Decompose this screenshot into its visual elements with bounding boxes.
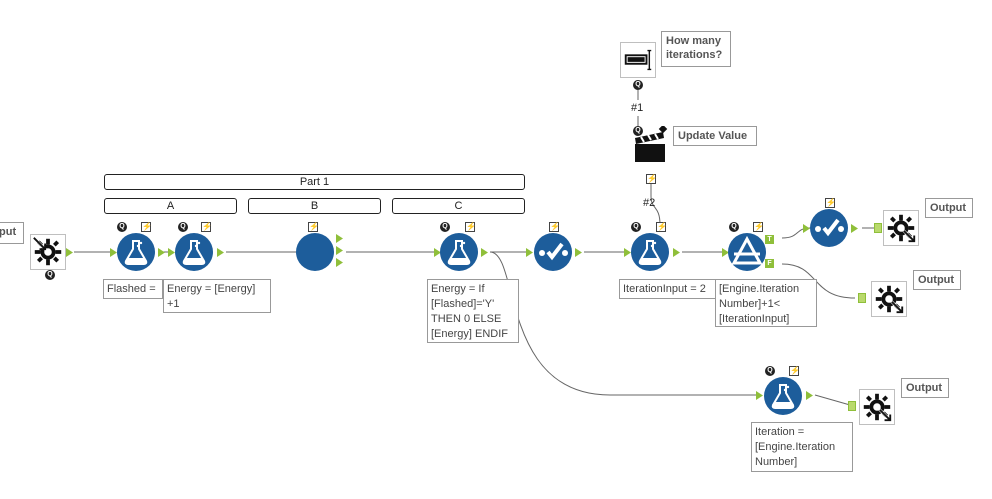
macro-output-icon [887, 214, 917, 244]
label-update-value: Update Value [673, 126, 757, 146]
formula-icon [771, 384, 795, 409]
container-a[interactable]: A [104, 198, 237, 214]
output-anchor[interactable] [336, 246, 343, 255]
output-anchor[interactable] [158, 248, 165, 257]
q-icon: Q [117, 222, 127, 232]
input-anchor[interactable] [526, 248, 533, 257]
action-tool[interactable] [632, 126, 670, 168]
output-label-mid: Output [913, 270, 961, 290]
macro-output-icon [875, 285, 905, 315]
select-icon [815, 218, 844, 237]
formula-tool-energy-if[interactable] [440, 233, 478, 271]
container-part-1[interactable]: Part 1 [104, 174, 525, 190]
bolt-icon: ⚡ [308, 222, 319, 232]
bolt-icon: ⚡ [465, 222, 476, 232]
output-anchor[interactable] [336, 234, 343, 243]
connection-label-2: #2 [643, 197, 656, 209]
bolt-icon: ⚡ [656, 222, 667, 232]
formula-icon [182, 240, 206, 265]
macro-input-icon [31, 235, 62, 266]
q-icon: Q [765, 366, 775, 376]
annotation-flashed: Flashed = ' [103, 279, 163, 299]
bolt-icon: ⚡ [753, 222, 764, 232]
input-anchor[interactable] [858, 293, 866, 303]
true-anchor[interactable]: T [765, 235, 774, 244]
formula-icon [447, 240, 471, 265]
output-anchor[interactable] [575, 248, 582, 257]
macro-output-tool-mid[interactable] [871, 281, 907, 317]
formula-icon [124, 240, 148, 265]
annotation-energy-if: Energy = If [Flashed]='Y' THEN 0 ELSE [E… [427, 279, 519, 343]
bolt-icon: ⚡ [201, 222, 212, 232]
output-label-top: Output [925, 198, 973, 218]
false-anchor[interactable]: F [765, 259, 774, 268]
input-anchor[interactable] [168, 248, 175, 257]
output-label-left: put [0, 222, 24, 244]
input-anchor[interactable] [874, 223, 882, 233]
filter-icon [731, 235, 763, 265]
macro-output-icon [863, 393, 893, 423]
output-anchor[interactable] [851, 224, 858, 233]
formula-tool-iteration[interactable] [764, 377, 802, 415]
bolt-icon: ⚡ [825, 198, 836, 208]
select-tool-true[interactable] [810, 209, 848, 247]
formula-tool-iteration-input[interactable] [631, 233, 669, 271]
output-anchor[interactable] [481, 248, 488, 257]
bolt-icon: ⚡ [549, 222, 560, 232]
formula-tool-flashed[interactable] [117, 233, 155, 271]
q-icon: Q [178, 222, 188, 232]
output-anchor[interactable] [673, 248, 680, 257]
output-anchor[interactable] [217, 248, 224, 257]
annotation-iteration-input: IterationInput = 2 [619, 279, 719, 299]
macro-output-tool-top[interactable] [883, 210, 919, 246]
select-tool[interactable] [534, 233, 572, 271]
tool-b[interactable] [296, 233, 334, 271]
action-icon [635, 126, 668, 162]
annotation-engine-iteration: [Engine.Iteration Number]+1< [IterationI… [715, 279, 817, 327]
annotation-energy-plus: Energy = [Energy] +1 [163, 279, 271, 313]
bolt-icon: ⚡ [141, 222, 152, 232]
q-icon: Q [45, 270, 55, 280]
q-icon: Q [633, 126, 643, 136]
connection-label-1: #1 [631, 102, 644, 114]
bolt-icon: ⚡ [646, 174, 657, 184]
input-anchor[interactable] [110, 248, 117, 257]
output-anchor[interactable] [336, 258, 343, 267]
container-b[interactable]: B [248, 198, 381, 214]
select-icon [539, 242, 568, 261]
output-anchor[interactable] [806, 391, 813, 400]
annotation-iteration: Iteration = [Engine.Iteration Number] [751, 422, 853, 472]
filter-tool[interactable] [728, 233, 766, 271]
container-c[interactable]: C [392, 198, 525, 214]
q-icon: Q [729, 222, 739, 232]
formula-icon [638, 240, 662, 265]
bolt-icon: ⚡ [789, 366, 800, 376]
label-how-many-iterations: How many iterations? [661, 31, 731, 67]
text-box-tool[interactable] [620, 42, 656, 78]
text-box-icon [624, 49, 652, 71]
formula-tool-energy-plus[interactable] [175, 233, 213, 271]
output-label-bottom: Output [901, 378, 949, 398]
q-icon: Q [631, 222, 641, 232]
q-icon: Q [440, 222, 450, 232]
input-anchor[interactable] [803, 224, 810, 233]
input-anchor[interactable] [434, 248, 441, 257]
input-anchor[interactable] [756, 391, 763, 400]
input-anchor[interactable] [722, 248, 729, 257]
output-anchor[interactable] [66, 248, 73, 257]
q-icon: Q [633, 80, 643, 90]
macro-input-tool[interactable] [30, 234, 66, 270]
input-anchor[interactable] [848, 401, 856, 411]
input-anchor[interactable] [624, 248, 631, 257]
macro-output-tool-bottom[interactable] [859, 389, 895, 425]
